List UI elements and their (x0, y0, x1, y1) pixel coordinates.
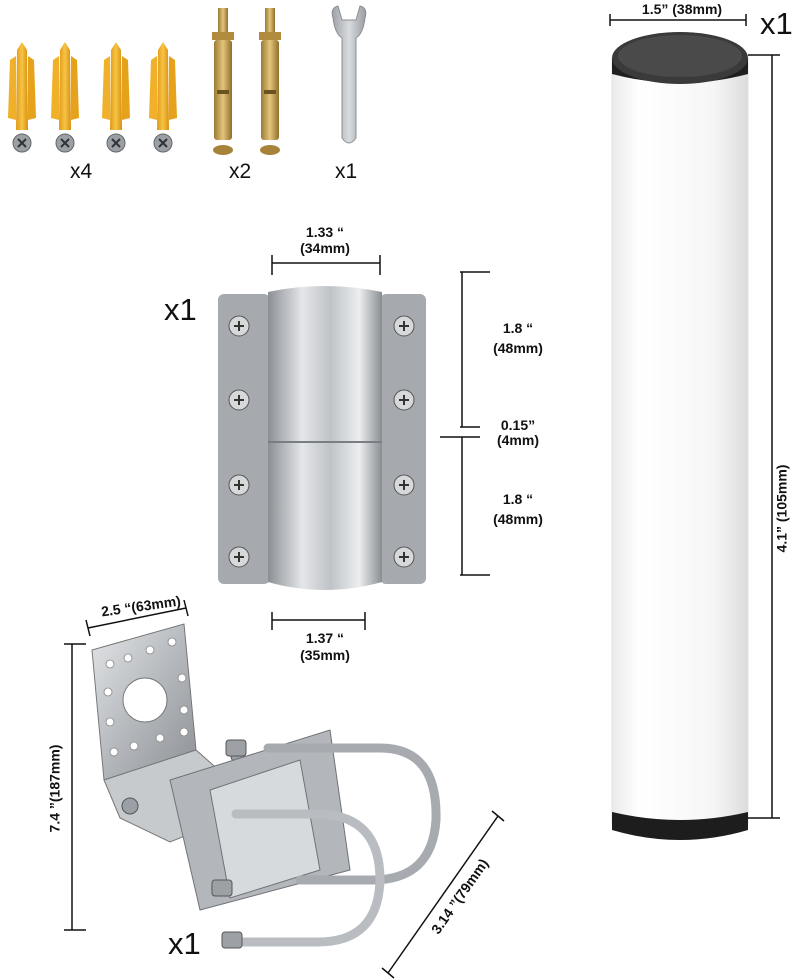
coupler-top-width-mm: (34mm) (300, 240, 350, 256)
coupler-quantity: x1 (164, 292, 197, 327)
bracket-quantity: x1 (168, 926, 201, 961)
wrench-quantity: x1 (335, 160, 358, 183)
coupler-bottom-width-mm: (35mm) (300, 647, 350, 663)
bracket-height-label: 7.4 ”(187mm) (46, 744, 63, 833)
tube-quantity: x1 (760, 6, 793, 41)
bracket-group: 2.5 “(63mm) 7.4 ”(187mm) 3.14 ”(79mm) x1 (0, 580, 560, 979)
coupler-group: x1 1.33 “ (34mm) 1.8 “ (48mm) 0.15” (4mm… (160, 220, 580, 670)
expansion-bolt-icon (259, 8, 281, 155)
tube-group: 1.5” (38mm) x1 4.1” (105mm) (590, 0, 800, 979)
coupler-lower-length-mm: (48mm) (493, 511, 543, 527)
coupler-gap-mm: (4mm) (496, 432, 539, 448)
tube-length-label: 4.1” (105mm) (773, 464, 790, 553)
wall-anchor-icon (8, 42, 36, 153)
coupler-top-width-in: 1.33 “ (305, 224, 345, 240)
wall-anchor-icon (149, 42, 177, 153)
tube-diameter-label: 1.5” (38mm) (641, 1, 723, 17)
bracket-image (64, 599, 505, 979)
coupler-upper-length-mm: (48mm) (493, 340, 543, 356)
anchors-quantity: x4 (70, 160, 93, 183)
expansion-bolt-icon (212, 8, 234, 155)
tube-image (609, 14, 780, 840)
coupler-gap-in: 0.15” (500, 417, 536, 433)
coupler-bottom-width-in: 1.37 “ (305, 630, 345, 646)
coupler-upper-length-in: 1.8 “ (502, 320, 534, 336)
coupler-lower-length-in: 1.8 “ (502, 491, 534, 507)
bolts-quantity: x2 (229, 160, 252, 183)
anchors-image (8, 5, 367, 155)
coupler-image (218, 255, 490, 630)
wall-anchor-icon (51, 42, 79, 153)
wrench-icon (331, 5, 367, 144)
wall-anchor-icon (102, 42, 130, 153)
hardware-group: x4 x2 x1 (0, 0, 400, 200)
